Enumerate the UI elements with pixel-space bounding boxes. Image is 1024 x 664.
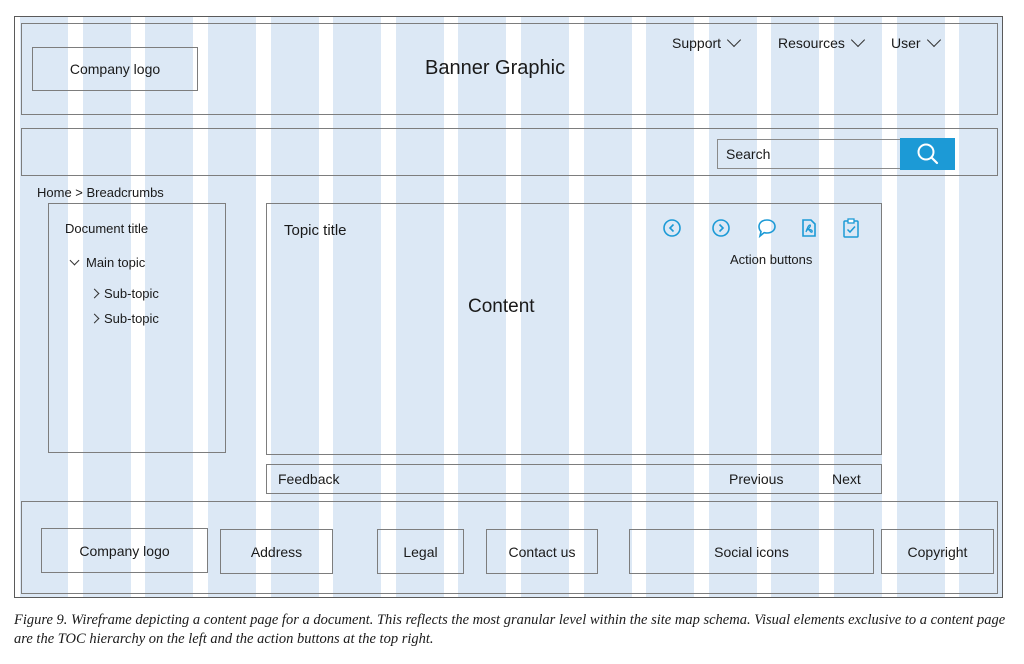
toc-sub-topic[interactable]: Sub-topic <box>89 286 159 301</box>
grid-column <box>208 17 256 597</box>
action-buttons-label: Action buttons <box>730 252 813 267</box>
company-logo[interactable]: Company logo <box>32 47 198 91</box>
footer-legal[interactable]: Legal <box>377 529 464 574</box>
back-button[interactable] <box>661 217 683 239</box>
comment-button[interactable] <box>756 217 778 239</box>
main-topic-label: Main topic <box>86 255 146 270</box>
chevron-down-icon <box>926 32 941 48</box>
content-body: Content <box>468 296 535 317</box>
search-placeholder: Search <box>726 146 771 162</box>
grid-column <box>709 17 757 597</box>
search-button[interactable] <box>900 138 955 170</box>
toc-main-topic[interactable]: Main topic <box>69 255 146 270</box>
footer-contact[interactable]: Contact us <box>486 529 598 574</box>
chevron-right-icon <box>89 288 100 299</box>
grid-columns <box>15 17 1002 597</box>
grid-column <box>271 17 319 597</box>
document-title[interactable]: Document title <box>65 221 149 236</box>
topic-title: Topic title <box>284 222 347 239</box>
footer-legal-label: Legal <box>403 543 438 560</box>
search-icon <box>917 143 938 165</box>
grid-column <box>584 17 632 597</box>
footer-copyright[interactable]: Copyright <box>881 529 994 574</box>
breadcrumb[interactable]: Home > Breadcrumbs <box>37 185 164 200</box>
pdf-button[interactable] <box>798 217 820 239</box>
nav-user[interactable]: User <box>891 32 941 51</box>
grid-column <box>521 17 569 597</box>
toc-panel: Document title Main topic Sub-topic Sub-… <box>48 203 226 453</box>
footer-copyright-label: Copyright <box>907 543 968 560</box>
grid-column <box>458 17 506 597</box>
chevron-down-icon <box>850 32 865 48</box>
search-input[interactable]: Search <box>717 139 901 169</box>
next-link[interactable]: Next <box>832 471 861 487</box>
feedback-link[interactable]: Feedback <box>278 471 340 487</box>
checklist-button[interactable] <box>840 217 862 239</box>
nav-support[interactable]: Support <box>672 32 742 51</box>
sub-topic-label: Sub-topic <box>104 286 159 301</box>
footer-social-label: Social icons <box>714 543 789 560</box>
footer-logo-label: Company logo <box>79 542 170 559</box>
footer-contact-label: Contact us <box>508 543 576 560</box>
footer-company-logo[interactable]: Company logo <box>41 528 208 573</box>
grid-column <box>20 17 68 597</box>
content-panel: Topic title Content Action buttons <box>266 203 882 455</box>
grid-column <box>646 17 694 597</box>
pdf-icon <box>802 219 816 237</box>
nav-support-label: Support <box>672 35 722 51</box>
search-bar <box>21 128 998 176</box>
feedback-bar: Feedback Previous Next <box>266 464 882 494</box>
wireframe-frame: Company logo Banner Graphic Support Reso… <box>14 16 1003 598</box>
grid-column <box>83 17 131 597</box>
header-banner: Company logo Banner Graphic Support Reso… <box>21 23 998 115</box>
footer-address[interactable]: Address <box>220 529 333 574</box>
grid-column <box>959 17 1002 597</box>
grid-column <box>771 17 819 597</box>
chevron-right-icon <box>89 313 100 324</box>
grid-column <box>396 17 444 597</box>
grid-column <box>333 17 381 597</box>
nav-user-label: User <box>891 35 921 51</box>
grid-column <box>834 17 882 597</box>
toc-sub-topic[interactable]: Sub-topic <box>89 311 159 326</box>
sub-topic-label: Sub-topic <box>104 311 159 326</box>
forward-circle-icon <box>712 219 730 237</box>
banner-graphic: Banner Graphic <box>425 57 566 79</box>
company-logo-label: Company logo <box>69 61 161 77</box>
back-circle-icon <box>663 219 681 237</box>
checklist-icon <box>843 218 859 238</box>
footer-social-icons[interactable]: Social icons <box>629 529 874 574</box>
chevron-down-icon <box>69 255 80 266</box>
grid-column <box>145 17 193 597</box>
footer-address-label: Address <box>250 543 303 560</box>
grid-column <box>897 17 945 597</box>
comment-icon <box>758 219 776 239</box>
forward-button[interactable] <box>710 217 732 239</box>
figure-caption: Figure 9. Wireframe depicting a content … <box>14 612 1006 647</box>
previous-link[interactable]: Previous <box>729 471 784 487</box>
nav-resources-label: Resources <box>778 35 845 51</box>
chevron-down-icon <box>726 32 742 48</box>
nav-resources[interactable]: Resources <box>778 32 865 51</box>
footer <box>21 501 998 594</box>
